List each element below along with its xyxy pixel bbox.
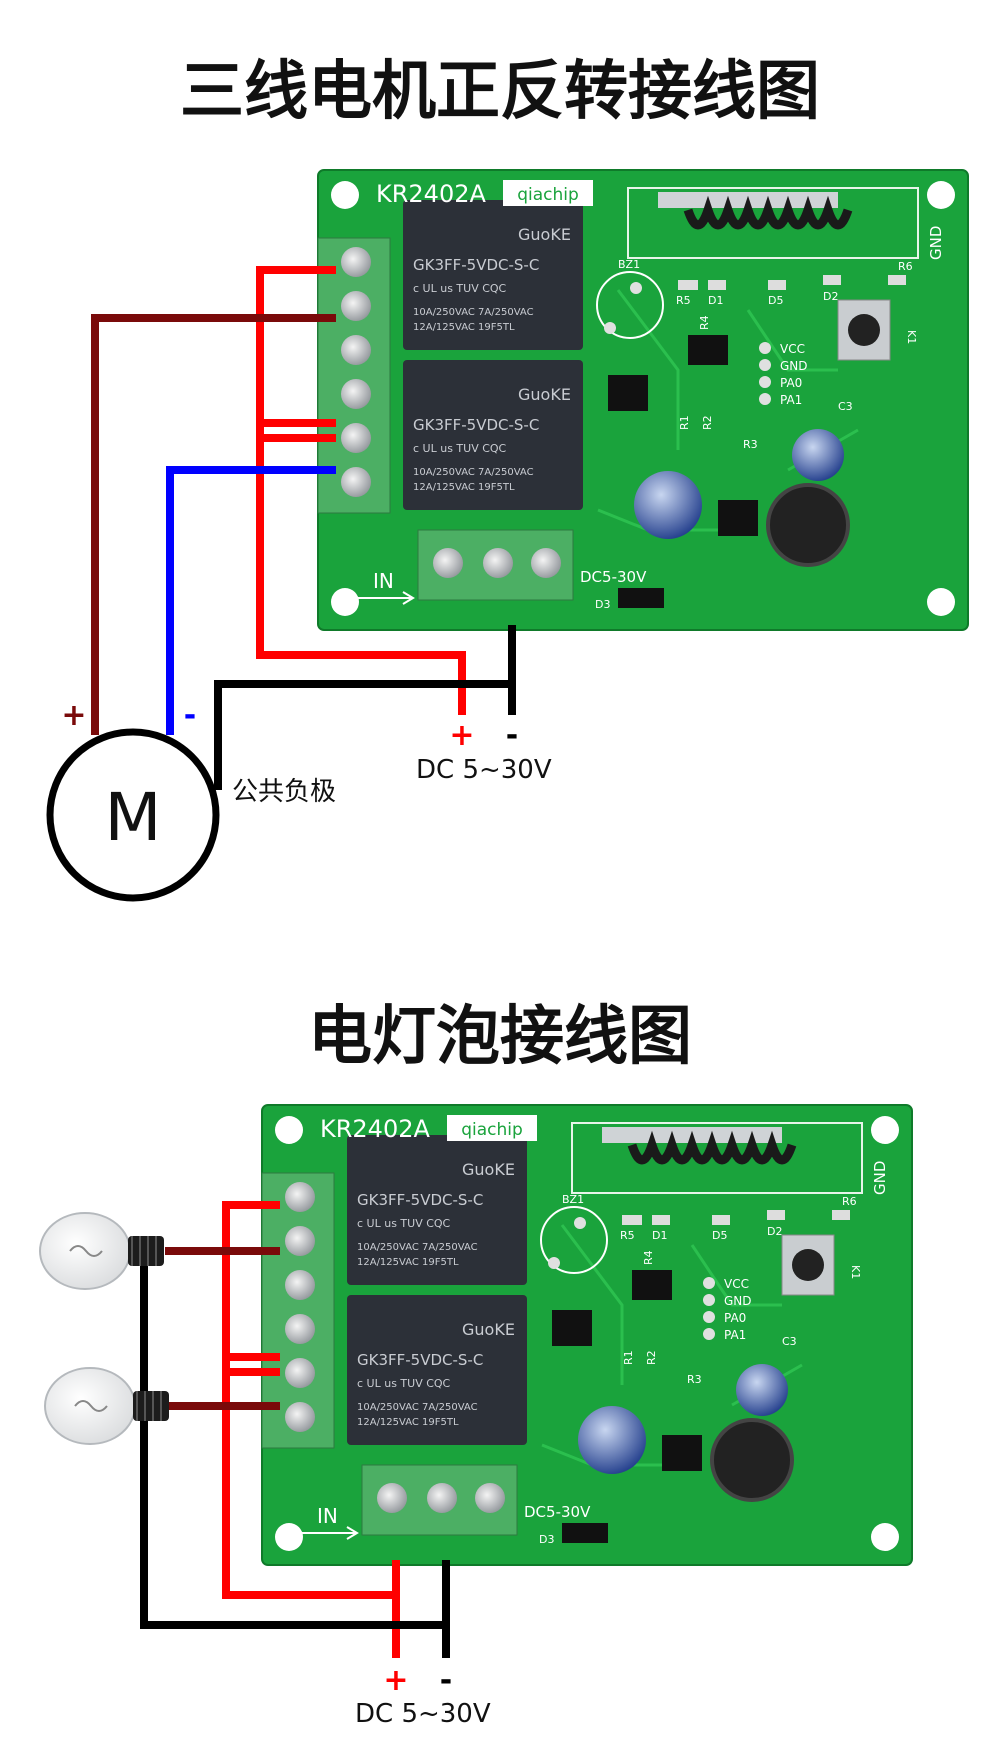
- relay-board-1: KR2402A qiachip IN DC5-30V GND VCC GND P…: [318, 170, 968, 630]
- component-label-r5: R5: [676, 294, 691, 307]
- relay2-rating-1: 10A/250VAC 7A/250VAC: [413, 467, 534, 478]
- relay2-brand: GuoKE: [462, 1320, 515, 1339]
- component-label-d1: D1: [652, 1229, 667, 1242]
- component-label-bz1: BZ1: [562, 1193, 584, 1206]
- lamp-diagram-title: 电灯泡接线图: [308, 1000, 692, 1074]
- component-label-d2: D2: [823, 290, 838, 303]
- board-dc-label: DC5-30V: [580, 568, 647, 586]
- pin-label-pa0: PA0: [780, 376, 802, 390]
- relay1-cert: c UL us TUV CQC: [357, 1217, 451, 1230]
- component-label-r2: R2: [701, 415, 714, 430]
- positive-wire-main: [256, 266, 466, 715]
- board-gnd-label: GND: [871, 1161, 889, 1195]
- component-label-r4: R4: [698, 315, 711, 330]
- power-minus-sign: -: [506, 718, 518, 753]
- pin-label-pa0: PA0: [724, 1311, 746, 1325]
- light-bulb-icon: [44, 1367, 169, 1445]
- light-bulb-icon: [39, 1212, 164, 1290]
- component-label-r1: R1: [678, 415, 691, 430]
- motor-diagram-title: 三线电机正反转接线图: [180, 55, 820, 129]
- pin-label-gnd: GND: [780, 359, 808, 373]
- relay1-brand: GuoKE: [518, 225, 571, 244]
- relay1-rating-2: 12A/125VAC 19F5TL: [413, 322, 515, 333]
- component-label-r3: R3: [743, 438, 758, 451]
- board-gnd-label: GND: [927, 226, 945, 260]
- relay2-model: GK3FF-5VDC-S-C: [357, 1351, 483, 1369]
- lamp-wiring-diagram: KR2402A qiachip IN DC5-30V GND VCC GND P…: [39, 1105, 912, 1729]
- relay2-model: GK3FF-5VDC-S-C: [413, 416, 539, 434]
- motor-positive-wire: [91, 314, 336, 735]
- motor-wiring-diagram: KR2402A qiachip IN DC5-30V GND VCC GND P…: [46, 170, 968, 902]
- relay1-model: GK3FF-5VDC-S-C: [357, 1191, 483, 1209]
- relay2-rating-1: 10A/250VAC 7A/250VAC: [357, 1402, 478, 1413]
- motor-plus-sign: +: [61, 698, 86, 733]
- motor-negative-wire: [166, 466, 336, 735]
- component-label-d5: D5: [768, 294, 783, 307]
- board-model-label: KR2402A: [320, 1115, 430, 1143]
- positive-wire-main: [222, 1201, 400, 1658]
- relay-board-2: KR2402A qiachip IN DC5-30V GND VCC GND P…: [262, 1105, 912, 1565]
- component-label-r6: R6: [898, 260, 913, 273]
- common-negative-label: 公共负极: [232, 777, 336, 807]
- board-input-label: IN: [373, 569, 394, 593]
- component-label-d3: D3: [595, 598, 610, 611]
- component-label-bz1: BZ1: [618, 258, 640, 271]
- relay1-rating-1: 10A/250VAC 7A/250VAC: [357, 1242, 478, 1253]
- component-label-k1: K1: [849, 1265, 862, 1279]
- motor-symbol: [46, 728, 220, 902]
- relay2-rating-2: 12A/125VAC 19F5TL: [357, 1417, 459, 1428]
- board-brand-label: qiachip: [461, 1120, 523, 1140]
- common-ground-wire: [140, 1260, 450, 1658]
- board-input-label: IN: [317, 1504, 338, 1528]
- pin-label-pa1: PA1: [724, 1328, 746, 1342]
- component-label-d5: D5: [712, 1229, 727, 1242]
- component-label-r1: R1: [622, 1350, 635, 1365]
- pin-label-gnd: GND: [724, 1294, 752, 1308]
- board-model-label: KR2402A: [376, 180, 486, 208]
- relay1-model: GK3FF-5VDC-S-C: [413, 256, 539, 274]
- component-label-k1: K1: [905, 330, 918, 344]
- motor-minus-sign: -: [184, 698, 196, 733]
- board-dc-label: DC5-30V: [524, 1503, 591, 1521]
- power-plus-sign: +: [383, 1663, 408, 1698]
- relay1-rating-1: 10A/250VAC 7A/250VAC: [413, 307, 534, 318]
- component-label-r4: R4: [642, 1250, 655, 1265]
- power-plus-sign: +: [449, 718, 474, 753]
- motor-label: M: [105, 779, 162, 856]
- board-brand-label: qiachip: [517, 185, 579, 205]
- relay2-cert: c UL us TUV CQC: [357, 1377, 451, 1390]
- component-label-r5: R5: [620, 1229, 635, 1242]
- power-supply-label: DC 5~30V: [416, 755, 552, 785]
- component-label-c3: C3: [838, 400, 853, 413]
- component-label-r2: R2: [645, 1350, 658, 1365]
- pin-label-pa1: PA1: [780, 393, 802, 407]
- relay1-brand: GuoKE: [462, 1160, 515, 1179]
- common-ground-wire: [214, 625, 516, 790]
- component-label-d2: D2: [767, 1225, 782, 1238]
- component-label-r6: R6: [842, 1195, 857, 1208]
- relay2-rating-2: 12A/125VAC 19F5TL: [413, 482, 515, 493]
- relay1-cert: c UL us TUV CQC: [413, 282, 507, 295]
- component-label-r3: R3: [687, 1373, 702, 1386]
- component-label-c3: C3: [782, 1335, 797, 1348]
- power-supply-label: DC 5~30V: [355, 1699, 491, 1729]
- relay1-rating-2: 12A/125VAC 19F5TL: [357, 1257, 459, 1268]
- relay2-cert: c UL us TUV CQC: [413, 442, 507, 455]
- pin-label-vcc: VCC: [780, 342, 805, 356]
- power-minus-sign: -: [440, 1663, 452, 1698]
- component-label-d3: D3: [539, 1533, 554, 1546]
- pin-label-vcc: VCC: [724, 1277, 749, 1291]
- relay2-brand: GuoKE: [518, 385, 571, 404]
- component-label-d1: D1: [708, 294, 723, 307]
